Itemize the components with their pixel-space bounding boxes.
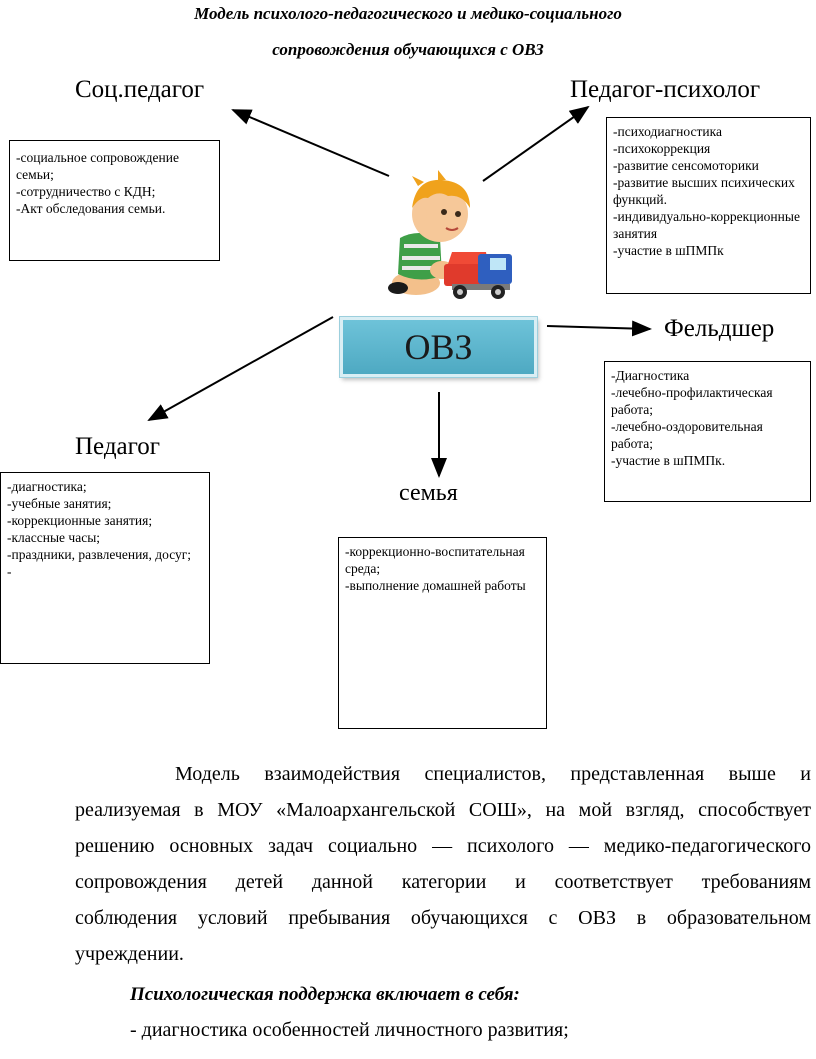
soc-pedagog-duty: -социальное сопровождение семьи; — [16, 150, 183, 182]
pedagog-duty: -классные часы; — [7, 530, 101, 545]
family-duty: -коррекционно-воспитательная среда; — [345, 544, 529, 576]
arrow-to-psychologist — [482, 105, 590, 182]
document-title-line-1: Модель психолого-педагогического и медик… — [194, 4, 622, 23]
body-paragraph-line: решению основных задач социально — психо… — [75, 835, 811, 857]
arrow-to-soc-pedagog — [231, 109, 390, 177]
psychologist-duty: -развитие высших психических функций. — [613, 175, 799, 207]
role-title-family: семья — [399, 480, 458, 506]
body-paragraph: Модель взаимодействия специалистов, пред… — [75, 756, 811, 972]
pedagog-duties-box: -диагностика; -учебные занятия; -коррекц… — [0, 472, 210, 664]
body-paragraph-line: Модель взаимодействия специалистов, пред… — [175, 763, 811, 785]
pedagog-duty: - — [7, 564, 12, 579]
soc-pedagog-duty: -сотрудничество с КДН; — [16, 184, 156, 199]
body-paragraph-line: соблюдения условий пребывания обучающихс… — [75, 907, 811, 929]
role-title-soc-pedagog: Соц.педагог — [75, 76, 205, 103]
feldsher-duties-box: -Диагностика -лечебно-профилактическая р… — [604, 361, 811, 502]
center-ovz-box: ОВЗ — [340, 317, 537, 377]
document-title-line-2: сопровождения обучающихся с ОВЗ — [272, 40, 544, 59]
support-list-item: - диагностика особенностей личностного р… — [130, 1019, 569, 1041]
psychologist-duty: -психокоррекция — [613, 141, 711, 156]
psychologist-duty: -индивидуально-коррекционные занятия — [613, 209, 804, 241]
role-title-pedagog: Педагог — [75, 433, 161, 460]
feldsher-duty: -Диагностика — [611, 368, 690, 383]
psychologist-duty: -участие в шПМПк — [613, 243, 724, 258]
support-section-title: Психологическая поддержка включает в себ… — [130, 984, 520, 1005]
pedagog-duty: -диагностика; — [7, 479, 87, 494]
family-duty: -выполнение домашней работы — [345, 578, 526, 593]
feldsher-duty: -лечебно-профилактическая работа; — [611, 385, 776, 417]
feldsher-duty: -участие в шПМПк. — [611, 453, 726, 468]
feldsher-duty: -лечебно-оздоровительная работа; — [611, 419, 767, 451]
psychologist-duties-box: -психодиагностика -психокоррекция -разви… — [606, 117, 811, 294]
pedagog-duty: -коррекционные занятия; — [7, 513, 153, 528]
pedagog-duty: -учебные занятия; — [7, 496, 112, 511]
role-title-psychologist: Педагог-психолог — [570, 76, 761, 103]
soc-pedagog-duties-box: -социальное сопровождение семьи; -сотруд… — [9, 140, 220, 261]
body-paragraph-line: учреждении. — [75, 943, 184, 965]
body-paragraph-line: реализуемая в МОУ «Малоархангельской СОШ… — [75, 799, 811, 821]
soc-pedagog-duty: -Акт обследования семьи. — [16, 201, 166, 216]
pedagog-duty: -праздники, развлечения, досуг; — [7, 547, 192, 562]
child-with-truck-illustration — [388, 170, 512, 299]
psychologist-duty: -развитие сенсомоторики — [613, 158, 759, 173]
family-duties-box: -коррекционно-воспитательная среда; -вып… — [338, 537, 547, 729]
psychologist-duty: -психодиагностика — [613, 124, 722, 139]
role-title-feldsher: Фельдшер — [664, 315, 775, 342]
body-paragraph-line: сопровождения детей данной категории и с… — [75, 871, 811, 893]
arrow-to-feldsher — [546, 320, 652, 337]
arrow-to-pedagog — [147, 316, 334, 421]
center-ovz-label: ОВЗ — [404, 327, 473, 367]
